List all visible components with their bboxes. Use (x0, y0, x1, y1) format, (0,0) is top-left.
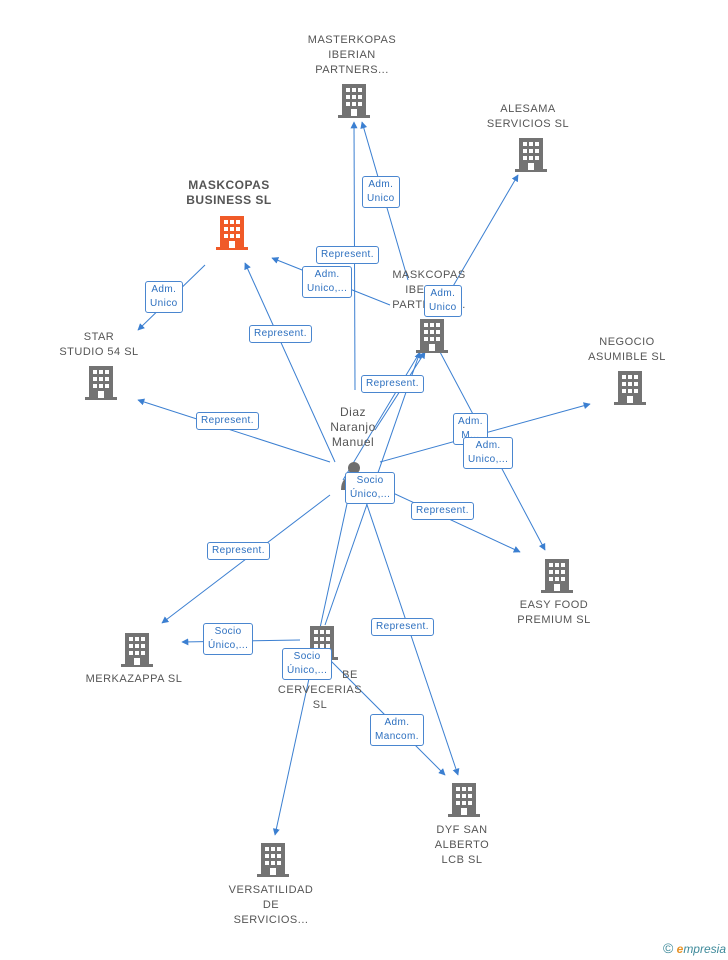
building-icon (216, 216, 248, 250)
copyright-icon: © (662, 940, 674, 956)
edge-line (444, 174, 519, 301)
edge-line (244, 262, 336, 463)
edge-label[interactable]: Adm.Unico (362, 176, 400, 208)
brand-footer[interactable]: © empresia (663, 940, 726, 956)
brand-name: mpresia (683, 942, 726, 956)
building-icon (515, 138, 547, 172)
building-icon (121, 633, 153, 667)
edge-line (137, 398, 331, 463)
brand-initial: e (676, 942, 684, 956)
edge-label[interactable]: Represent. (249, 325, 312, 343)
edge-label[interactable]: Represent. (207, 542, 270, 560)
edge-label[interactable]: Represent. (411, 502, 474, 520)
building-icon (541, 559, 573, 593)
building-icon (448, 783, 480, 817)
node-label-merkazappa[interactable]: MERKAZAPPA SL (85, 673, 183, 685)
edge-label[interactable]: Adm.Unico,... (302, 266, 353, 298)
edge-label[interactable]: Represent. (361, 375, 424, 393)
building-icon (338, 84, 370, 118)
building-icon (257, 843, 289, 877)
edge-label[interactable]: Represent. (196, 412, 259, 430)
building-icon (85, 366, 117, 400)
edge-label[interactable]: Adm.Unico (424, 285, 462, 317)
edge-label[interactable]: Adm.Unico,... (463, 437, 514, 469)
edge-label[interactable]: Represent. (316, 246, 379, 264)
building-icon (416, 319, 448, 353)
edge-line (342, 351, 421, 481)
building-icon (614, 371, 646, 405)
edge-label[interactable]: Adm.Mancom. (370, 714, 424, 746)
edge-label[interactable]: Adm.Unico (145, 281, 183, 313)
edge-label[interactable]: Represent. (371, 618, 434, 636)
